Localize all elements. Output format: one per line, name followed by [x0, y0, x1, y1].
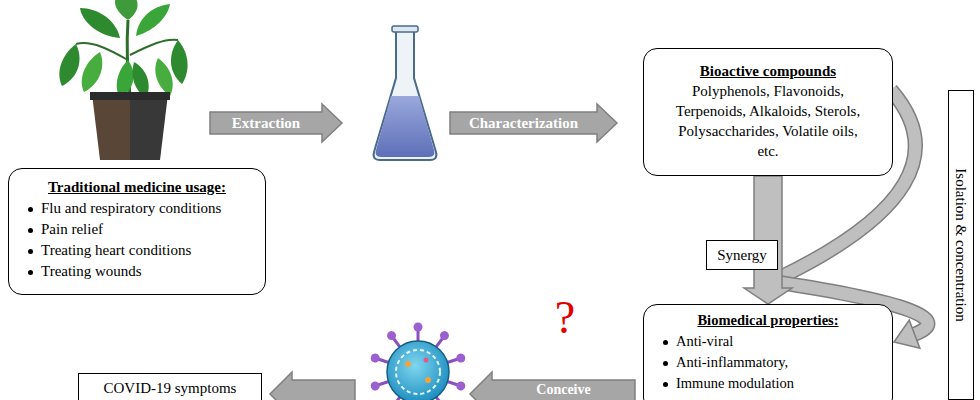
virus-illustration — [370, 323, 467, 400]
bullet-item: Anti-inflammatory, — [656, 352, 880, 373]
bullet-item: Flu and respiratory conditions — [21, 198, 253, 219]
arrow-label: Extraction — [212, 113, 320, 133]
arrow-label: Characterization — [452, 113, 595, 133]
label-box: Synergy — [706, 240, 778, 270]
symptom-arrow — [270, 372, 355, 400]
rounded-box: Bioactive compoundsPolyphenols, Flavonoi… — [643, 48, 893, 176]
bullet-item: Treating wounds — [21, 261, 253, 282]
question-mark: ? — [545, 292, 585, 344]
edge-label: Isolation & concentration — [948, 90, 974, 400]
label-box: COVID-19 symptoms — [78, 373, 262, 400]
box-heading: Traditional medicine usage: — [21, 177, 253, 198]
bullet-item: Pain relief — [21, 219, 253, 240]
flask-illustration — [374, 26, 437, 160]
rounded-box: Traditional medicine usage:Flu and respi… — [8, 168, 266, 295]
rounded-box: Biomedical properties:Anti-viralAnti-inf… — [643, 304, 893, 400]
arrow-head — [894, 320, 920, 348]
plant-illustration — [59, 0, 187, 160]
box-heading: Biomedical properties: — [656, 310, 880, 331]
box-text: Polyphenols, Flavonoids, Terpenoids, Alk… — [672, 81, 864, 161]
box-text: Synergy — [713, 245, 771, 265]
extraction-arrow — [210, 104, 342, 142]
bullet-item: Treating heart conditions — [21, 240, 253, 261]
arrow-label: Conceive — [494, 381, 633, 399]
bullet-item: Immune modulation — [656, 373, 880, 394]
bullet-item: Anti-viral — [656, 331, 880, 352]
box-heading: Bioactive compounds — [672, 61, 864, 81]
characterization-arrow — [450, 104, 617, 142]
conceive-arrow — [470, 372, 635, 400]
box-text: COVID-19 symptoms — [85, 378, 255, 398]
